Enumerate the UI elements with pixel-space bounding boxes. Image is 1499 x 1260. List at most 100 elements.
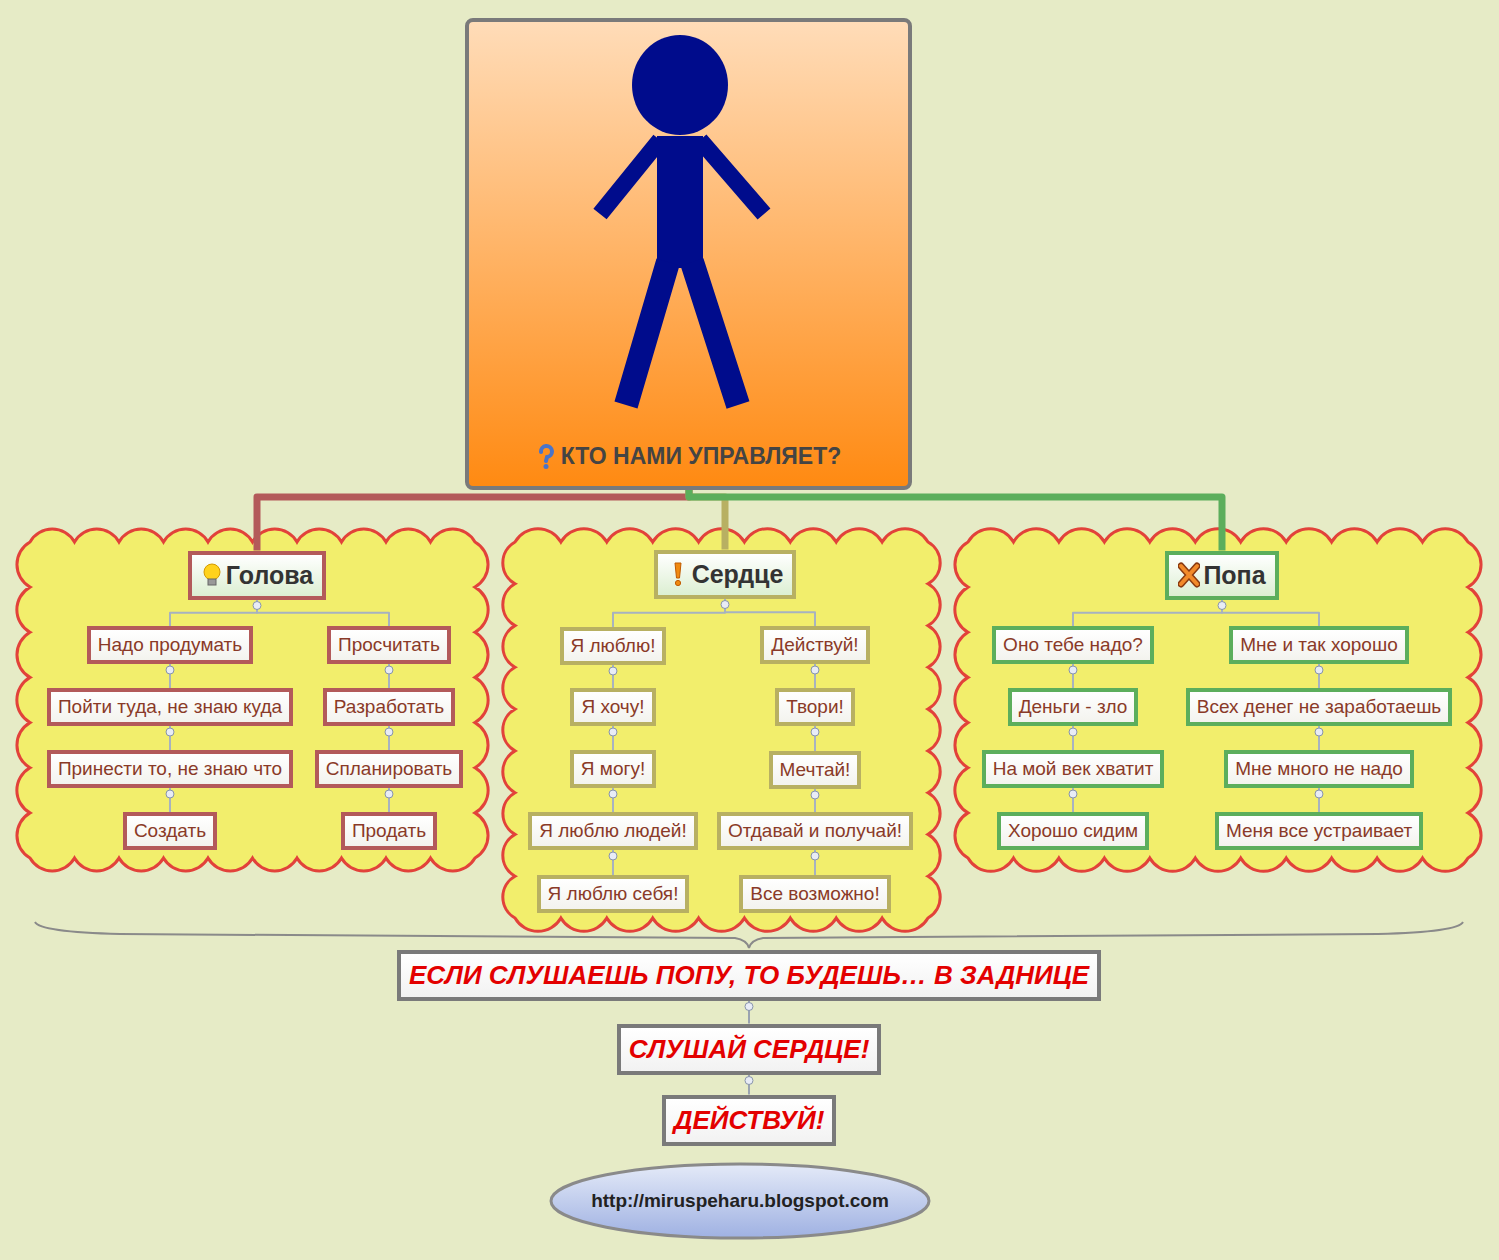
node-text: Всех денег не заработаешь <box>1197 696 1442 717</box>
thought-box: Мне и так хорошо <box>1229 626 1409 664</box>
thought-box: Создать <box>123 812 217 850</box>
title-box: КТО НАМИ УПРАВЛЯЕТ? <box>465 18 912 490</box>
thought-box: Все возможно! <box>739 875 890 913</box>
node-text: Создать <box>134 820 206 841</box>
thought-box: Отдавай и получай! <box>717 812 913 850</box>
node-text: Сердце <box>692 560 784 589</box>
collapse-knob <box>609 790 617 798</box>
node-text: Просчитать <box>338 634 440 655</box>
node-text: Действуй! <box>771 634 858 655</box>
connector <box>1073 600 1222 627</box>
collapse-knob <box>1218 602 1226 610</box>
node-text: Голова <box>226 561 313 590</box>
node-text: Оно тебе надо? <box>1003 634 1143 655</box>
connector <box>1222 600 1319 627</box>
collapse-knob <box>811 852 819 860</box>
thought-box: Принести то, не знаю что <box>47 750 293 788</box>
collapse-knob <box>745 1077 753 1085</box>
thought-box: Мечтай! <box>769 751 862 789</box>
thought-box: Спланировать <box>315 750 464 788</box>
collapse-knob <box>1315 790 1323 798</box>
thought-box: Меня все устраивает <box>1215 812 1423 850</box>
node-text: Надо продумать <box>98 634 242 655</box>
collapse-knob <box>166 666 174 674</box>
collapse-knob <box>1069 666 1077 674</box>
thought-box: Продать <box>341 812 437 850</box>
connector <box>170 600 257 627</box>
collapse-knob <box>811 666 819 674</box>
thought-box: Я люблю! <box>560 627 667 665</box>
thought-box: Я люблю людей! <box>528 812 697 850</box>
collapse-knob <box>811 728 819 736</box>
node-text: Мне много не надо <box>1235 758 1403 779</box>
node-text: Меня все устраивает <box>1226 820 1412 841</box>
connector <box>257 600 389 627</box>
cloud-region <box>17 529 488 871</box>
connector <box>613 599 725 628</box>
x-icon <box>1178 562 1200 588</box>
url-ellipse: http://miruspeharu.blogspot.com <box>548 1161 932 1241</box>
node-text: КТО НАМИ УПРАВЛЯЕТ? <box>561 443 842 470</box>
collapse-knob <box>721 601 729 609</box>
collapse-knob <box>1069 728 1077 736</box>
node-text: Все возможно! <box>750 883 879 904</box>
node-text: Я хочу! <box>581 696 644 717</box>
connector <box>257 490 689 551</box>
collapse-knob <box>1315 666 1323 674</box>
stick-figure <box>465 18 912 490</box>
collapse-knob <box>609 667 617 675</box>
node-text: Я люблю себя! <box>548 883 679 904</box>
collapse-knob <box>1315 728 1323 736</box>
conclusion-box: СЛУШАЙ СЕРДЦЕ! <box>617 1024 882 1075</box>
node-text: Твори! <box>786 696 844 717</box>
node-text: Спланировать <box>326 758 453 779</box>
node-text: СЛУШАЙ СЕРДЦЕ! <box>629 1034 870 1064</box>
thought-box: Я могу! <box>570 750 656 788</box>
node-text: Разработать <box>334 696 445 717</box>
thought-box: Действуй! <box>760 626 869 664</box>
node-text: Мечтай! <box>780 759 851 780</box>
thought-box: Я хочу! <box>570 688 655 726</box>
node-text: Я люблю! <box>571 635 656 656</box>
thought-box: Я люблю себя! <box>537 875 690 913</box>
cloud-region <box>955 529 1481 872</box>
node-text: Принести то, не знаю что <box>58 758 282 779</box>
collapse-knob <box>811 791 819 799</box>
node-text: На мой век хватит <box>993 758 1154 779</box>
thought-box: Хорошо сидим <box>997 812 1149 850</box>
node-text: Я могу! <box>581 758 645 779</box>
node-text: ЕСЛИ СЛУШАЕШЬ ПОПУ, ТО БУДЕШЬ… В ЗАДНИЦЕ <box>409 960 1089 990</box>
node-text: Я люблю людей! <box>539 820 686 841</box>
conclusion-box: ДЕЙСТВУЙ! <box>662 1095 837 1146</box>
cloud-region <box>503 529 940 932</box>
collapse-knob <box>745 1003 753 1011</box>
node-text: Попа <box>1203 561 1265 590</box>
thought-box: Всех денег не заработаешь <box>1186 688 1453 726</box>
brace <box>35 922 1463 948</box>
thought-box: Твори! <box>775 688 855 726</box>
thought-box: Мне много не надо <box>1224 750 1414 788</box>
branch-header: Голова <box>188 551 326 600</box>
connector <box>689 490 1222 551</box>
connector <box>725 599 815 627</box>
thought-box: На мой век хватит <box>982 750 1165 788</box>
thought-box: Пойти туда, не знаю куда <box>47 688 293 726</box>
thought-box: Деньги - зло <box>1008 688 1139 726</box>
thought-box: Надо продумать <box>87 626 253 664</box>
node-text: Продать <box>352 820 426 841</box>
node-text: Отдавай и получай! <box>728 820 902 841</box>
collapse-knob <box>609 852 617 860</box>
node-text: Хорошо сидим <box>1008 820 1138 841</box>
collapse-knob <box>609 728 617 736</box>
collapse-knob <box>253 602 261 610</box>
q-icon <box>535 444 557 470</box>
collapse-knob <box>166 790 174 798</box>
thought-box: Просчитать <box>327 626 451 664</box>
collapse-knob <box>385 666 393 674</box>
node-text: ДЕЙСТВУЙ! <box>674 1105 825 1135</box>
collapse-knob <box>166 728 174 736</box>
node-text: Пойти туда, не знаю куда <box>58 696 282 717</box>
node-text: Деньги - зло <box>1019 696 1128 717</box>
branch-header: Попа <box>1165 551 1278 600</box>
thought-box: Оно тебе надо? <box>992 626 1154 664</box>
